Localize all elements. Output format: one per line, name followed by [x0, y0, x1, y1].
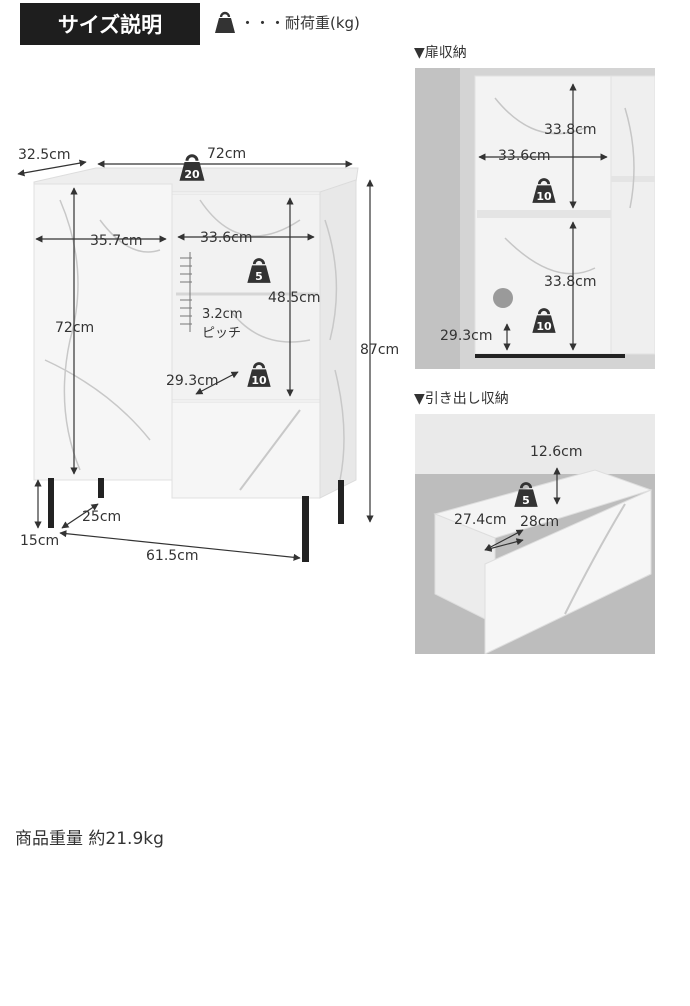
leg-front-right: [302, 496, 309, 562]
legend-text: ・・・耐荷重(kg): [240, 13, 360, 32]
lower-load-icon: 10: [246, 362, 272, 388]
leg-front-left: [48, 478, 54, 528]
top-load-icon: 20: [178, 154, 206, 182]
left-door: [33, 183, 173, 481]
dim-lower-depth-line: [195, 371, 239, 395]
label-total-height: 87cm: [360, 342, 400, 358]
leg-back-right: [338, 480, 344, 524]
label-door-height: 72cm: [55, 320, 95, 336]
label-leg-depth: 25cm: [82, 509, 122, 525]
label-door-width: 35.7cm: [90, 233, 143, 249]
label-pitch-value: 3.2cm: [202, 307, 243, 322]
upper-load-icon: 5: [246, 258, 272, 284]
drawer-load-icon: 5: [513, 482, 539, 508]
side-panel: [319, 179, 357, 499]
label-leg-height: 15cm: [20, 533, 60, 549]
upper-load-value: 5: [255, 270, 263, 283]
drawer-width-line: [484, 538, 524, 552]
label-door-lower-height: 33.8cm: [544, 274, 597, 290]
drawer-storage-title: ▼引き出し収納: [414, 391, 509, 407]
label-drawer-width: 28cm: [520, 514, 560, 530]
dim-depth-line: [17, 159, 87, 177]
label-open-height: 48.5cm: [268, 290, 321, 306]
top-load-value: 20: [184, 168, 200, 181]
door-upper-load-icon: 10: [531, 178, 557, 204]
label-shelf-width: 33.6cm: [200, 230, 253, 246]
label-door-depth: 29.3cm: [440, 328, 493, 344]
label-pitch: ピッチ: [202, 326, 242, 341]
legend: ・・・耐荷重(kg): [214, 10, 360, 34]
drawer-load-value: 5: [522, 494, 530, 507]
section-title-badge: サイズ説明: [20, 3, 200, 45]
label-lower-depth: 29.3cm: [166, 373, 219, 389]
label-door-shelf-width: 33.6cm: [498, 148, 551, 164]
door-storage-title: ▼扉収納: [414, 45, 467, 61]
open-compartment: [171, 193, 321, 401]
dim-leg-depth-line: [61, 503, 99, 529]
door-lower-load-value: 10: [536, 320, 552, 333]
leg-back-left: [98, 478, 104, 498]
label-drawer-height: 12.6cm: [530, 444, 583, 460]
drawer-storage-photo: 5: [415, 414, 655, 654]
label-depth: 32.5cm: [18, 147, 71, 163]
lower-load-value: 10: [251, 374, 267, 387]
door-lower-load-icon: 10: [531, 308, 557, 334]
dim-leg-span-line: [59, 530, 301, 561]
product-weight: 商品重量 約21.9kg: [15, 829, 164, 849]
door-storage-photo: 10 10: [415, 68, 655, 369]
weight-icon: [215, 11, 235, 33]
label-door-upper-height: 33.8cm: [544, 122, 597, 138]
section-title: サイズ説明: [57, 13, 163, 37]
label-drawer-depth: 27.4cm: [454, 512, 507, 528]
label-width: 72cm: [207, 146, 247, 162]
label-leg-span: 61.5cm: [146, 548, 199, 564]
cabinet-diagram: 20 5 10: [17, 154, 374, 562]
door-upper-load-value: 10: [536, 190, 552, 203]
